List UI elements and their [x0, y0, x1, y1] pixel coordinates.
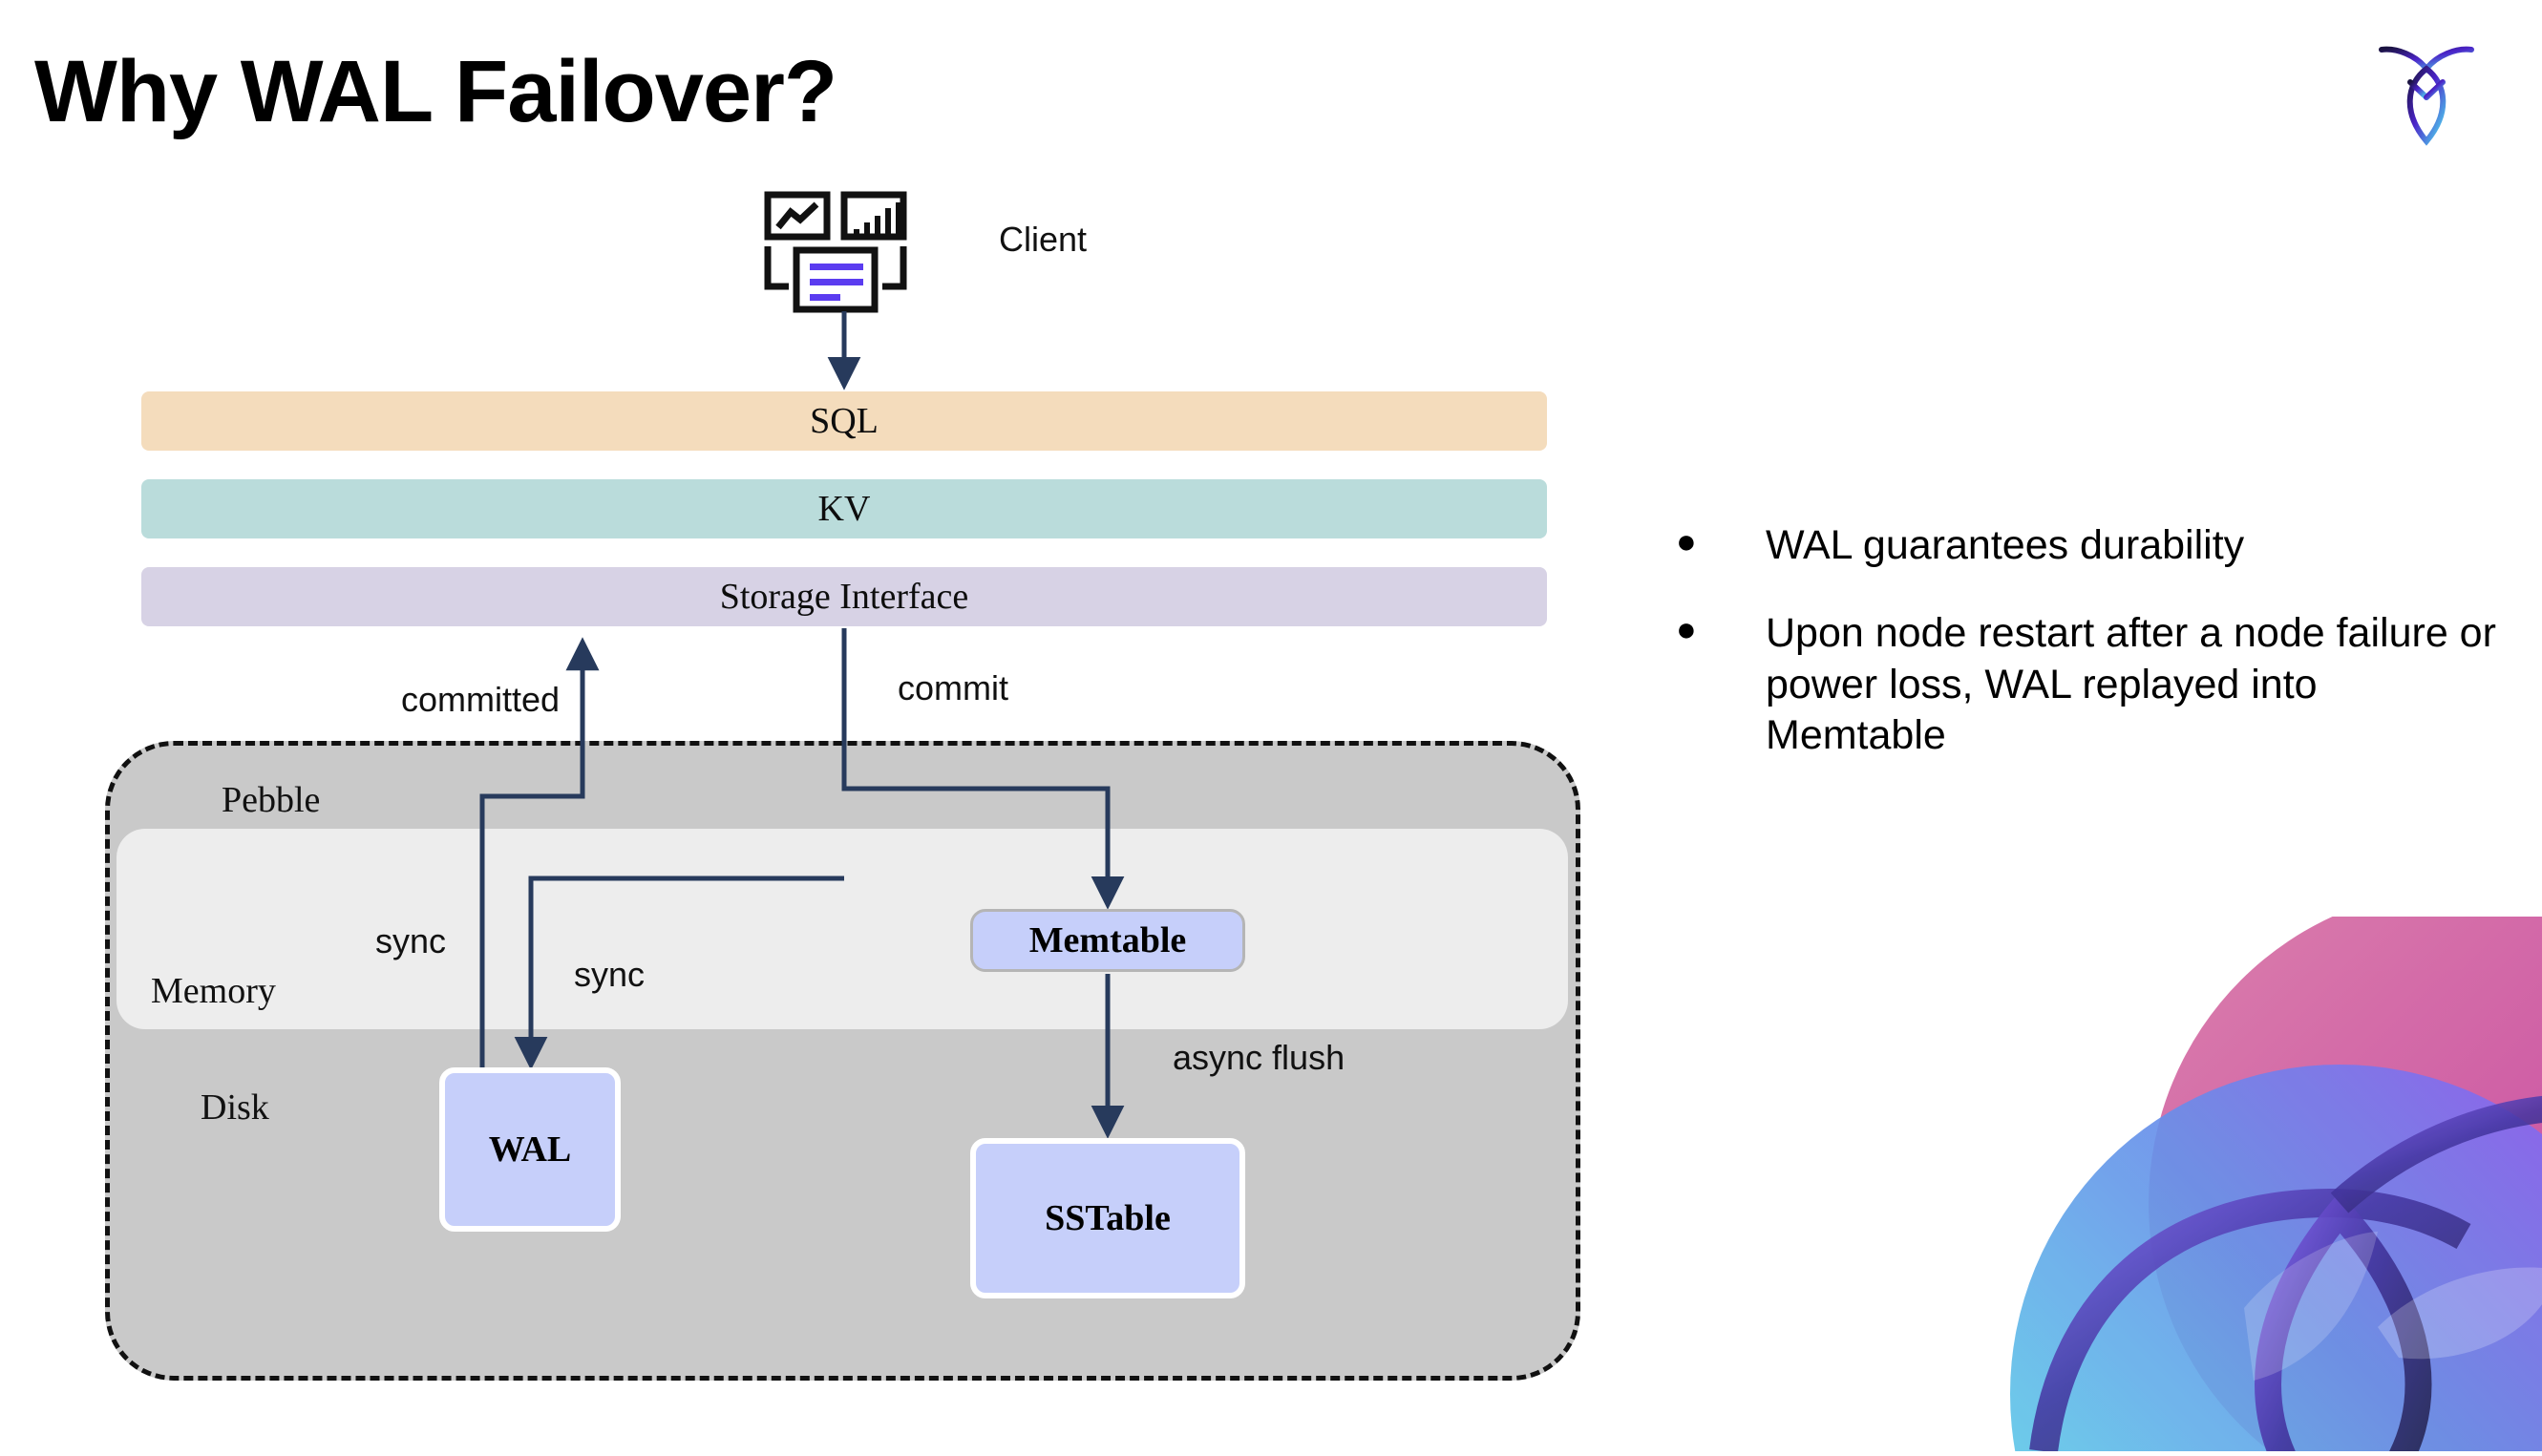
- cockroachdb-logo-icon: [2374, 34, 2479, 149]
- edge-label-sync-2: sync: [574, 955, 646, 994]
- list-item: ● Upon node restart after a node failure…: [1676, 608, 2497, 762]
- page-title: Why WAL Failover?: [34, 43, 837, 140]
- disk-label: Disk: [201, 1087, 269, 1128]
- layer-bar-storage-interface: Storage Interface: [141, 567, 1547, 626]
- layer-bar-kv: KV: [141, 479, 1547, 538]
- node-wal-label: WAL: [488, 1129, 572, 1170]
- bullet-text: WAL guarantees durability: [1766, 522, 2245, 568]
- bullet-marker-icon: ●: [1676, 608, 1697, 648]
- edge-label-sync-1: sync: [375, 921, 447, 960]
- bullet-text: Upon node restart after a node failure o…: [1766, 609, 2496, 759]
- edge-label-committed: committed: [401, 680, 561, 719]
- cockroachdb-watermark-icon: [1929, 917, 2542, 1451]
- node-sstable-label: SSTable: [1045, 1198, 1171, 1238]
- layer-bar-sql-label: SQL: [810, 401, 879, 441]
- list-item: ● WAL guarantees durability: [1676, 520, 2497, 572]
- edge-label-async-flush: async flush: [1173, 1038, 1345, 1077]
- client-dashboard-icon: [764, 191, 917, 315]
- bullet-marker-icon: ●: [1676, 521, 1697, 560]
- client-label: Client: [999, 220, 1088, 259]
- layer-bar-storage-interface-label: Storage Interface: [719, 577, 969, 617]
- pebble-label: Pebble: [222, 780, 321, 820]
- layer-bar-kv-label: KV: [817, 489, 871, 529]
- bullet-list: ● WAL guarantees durability ● Upon node …: [1676, 520, 2497, 798]
- node-memtable: Memtable: [970, 909, 1245, 972]
- memory-region: [117, 829, 1568, 1029]
- edge-label-commit: commit: [898, 668, 1008, 707]
- node-sstable: SSTable: [970, 1138, 1245, 1298]
- node-memtable-label: Memtable: [1028, 920, 1187, 960]
- node-wal: WAL: [439, 1067, 621, 1232]
- memory-label: Memory: [151, 971, 276, 1011]
- layer-bar-sql: SQL: [141, 391, 1547, 451]
